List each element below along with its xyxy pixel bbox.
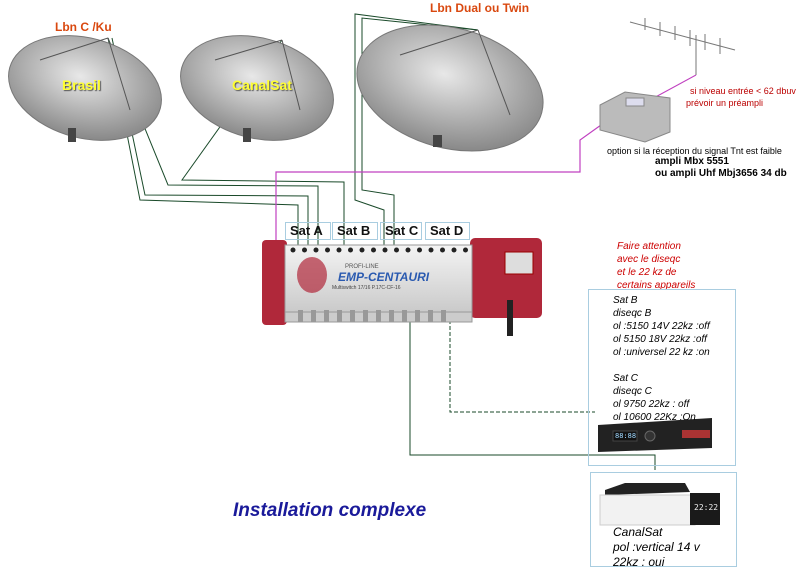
dish-brasil	[8, 35, 162, 142]
input-port	[290, 247, 296, 253]
receiver-1-display: 88:88	[615, 432, 637, 440]
input-port	[463, 247, 468, 253]
input-port	[440, 247, 445, 253]
dish-label-brasil: Brasil	[62, 77, 101, 93]
output-port	[402, 310, 407, 322]
receiver-1-settings: Sat B diseqc B ol :5150 14V 22kz :off ol 51…	[613, 294, 710, 424]
output-port	[350, 310, 355, 322]
setting-line: ol 9750 22kz : off	[613, 399, 690, 410]
input-port	[325, 247, 330, 253]
input-box-sat-b: Sat B	[332, 222, 378, 240]
output-port	[428, 310, 433, 322]
tv-antenna	[629, 18, 736, 75]
input-port	[428, 247, 434, 253]
ampli-note-level: si niveau entrée < 62 dbuv	[690, 86, 796, 96]
dish-label-canalsat: CanalSat	[232, 77, 292, 93]
tnt-cable	[275, 119, 609, 245]
input-label: Sat C	[385, 223, 419, 238]
input-box-sat-c: Sat C	[380, 222, 422, 240]
setting-line: ol 5150 18V 22kz :off	[613, 334, 707, 345]
input-label: Sat B	[337, 223, 371, 238]
output-port	[311, 310, 316, 322]
warning-line: certains appareils	[617, 280, 696, 291]
input-port	[348, 247, 353, 253]
input-label: Sat A	[290, 223, 323, 238]
output-port	[298, 310, 303, 322]
receiver-1-panel: Sat B diseqc B ol :5150 14V 22kz :off ol 51…	[588, 289, 736, 466]
warning-line: avec le diseqc	[617, 254, 681, 265]
ampli-option: option si la réception du signal Tnt est…	[607, 146, 782, 156]
input-port	[417, 247, 422, 253]
warning-note: Faire attention avec le diseqc et le 22 …	[617, 240, 695, 292]
setting-line: Sat B	[613, 295, 638, 306]
input-port	[313, 247, 319, 253]
input-port	[394, 247, 399, 253]
setting-line: pol :vertical 14 v	[613, 540, 700, 554]
input-port	[405, 247, 411, 253]
ampli-model-1: ampli Mbx 5551	[655, 156, 729, 167]
ampli-note-preampli: prévoir un préampli	[686, 98, 764, 108]
setting-line: ol :5150 14V 22kz :off	[613, 321, 710, 332]
ampli-box	[599, 91, 671, 143]
output-port	[363, 310, 368, 322]
output-port	[324, 310, 329, 322]
setting-line: ol 10600 22Kz :On	[613, 412, 696, 423]
switch-brand: EMP-CENTAURI	[338, 270, 430, 284]
label-lbn-dual: Lbn Dual ou Twin	[430, 1, 530, 15]
input-port	[451, 247, 457, 253]
input-port	[359, 247, 365, 253]
input-label: Sat D	[430, 223, 464, 238]
warning-line: Faire attention	[617, 241, 681, 252]
setting-line: diseqc C	[613, 386, 652, 397]
setting-line: Sat C	[613, 373, 639, 384]
dish-dual	[356, 24, 544, 152]
setting-line: ol :universel 22 kz :on	[613, 347, 710, 358]
output-port	[376, 310, 381, 322]
setting-line: 22kz : oui	[613, 555, 665, 569]
receiver-2	[599, 483, 720, 526]
multiswitch	[262, 238, 542, 336]
setting-line: CanalSat	[613, 525, 663, 539]
input-port	[371, 247, 376, 253]
output-port	[415, 310, 420, 322]
input-box-sat-a: Sat A	[285, 222, 331, 240]
warning-line: et le 22 kz de	[617, 267, 677, 278]
switch-ports	[290, 247, 468, 322]
setting-line: diseqc B	[613, 308, 652, 319]
receiver-1	[598, 418, 712, 452]
input-port	[336, 247, 342, 253]
input-port	[302, 247, 307, 253]
input-port	[382, 247, 388, 253]
dish-canalsat	[180, 35, 334, 142]
diagram-title: Installation complexe	[233, 500, 427, 521]
switch-model: Multiswitch 17/16 P.17C-CF-16	[332, 285, 401, 291]
receiver-2-display: 22:22	[694, 503, 719, 512]
label-lbn-c-ku: Lbn C /Ku	[55, 20, 112, 34]
input-box-sat-d: Sat D	[425, 222, 470, 240]
output-port	[441, 310, 446, 322]
setting-line	[613, 359, 710, 372]
output-port	[389, 310, 394, 322]
output-port	[337, 310, 342, 322]
ampli-model-2: ou ampli Uhf Mbj3656 34 db	[655, 168, 787, 179]
switch-top-label: PROFI-LINE	[345, 264, 379, 270]
